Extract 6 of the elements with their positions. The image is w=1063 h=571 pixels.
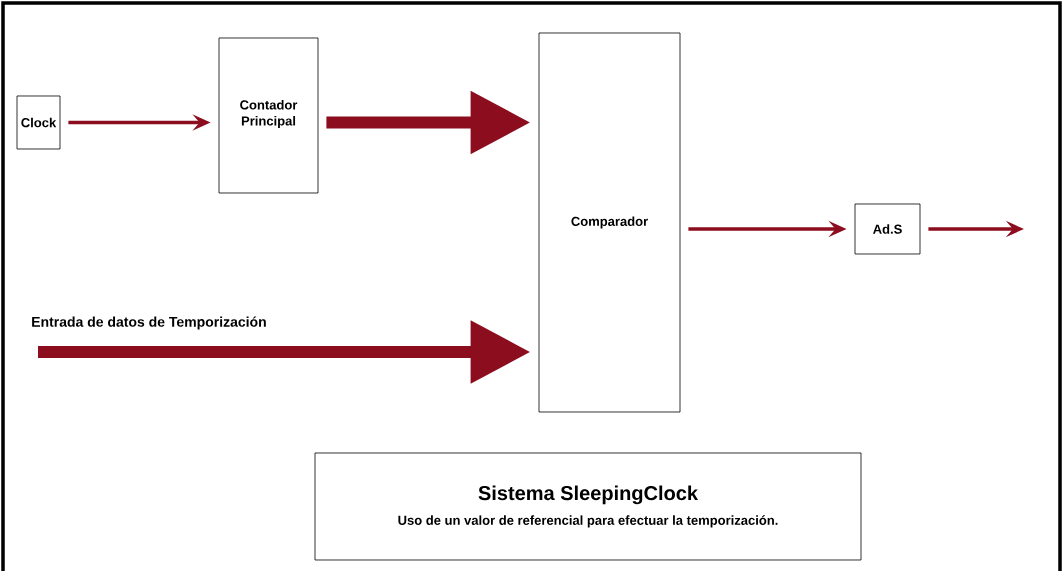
edge-label: Entrada de datos de Temporización [30,315,268,331]
process-box: Clock [16,95,61,150]
process-box: Contador Principal [218,37,319,194]
process-box: Comparador [538,32,681,413]
process-box: Ad.S [854,203,921,255]
caption-box: Sistema SleepingClock Uso de un valor de referencial para efectuar la temporización. [314,452,862,561]
